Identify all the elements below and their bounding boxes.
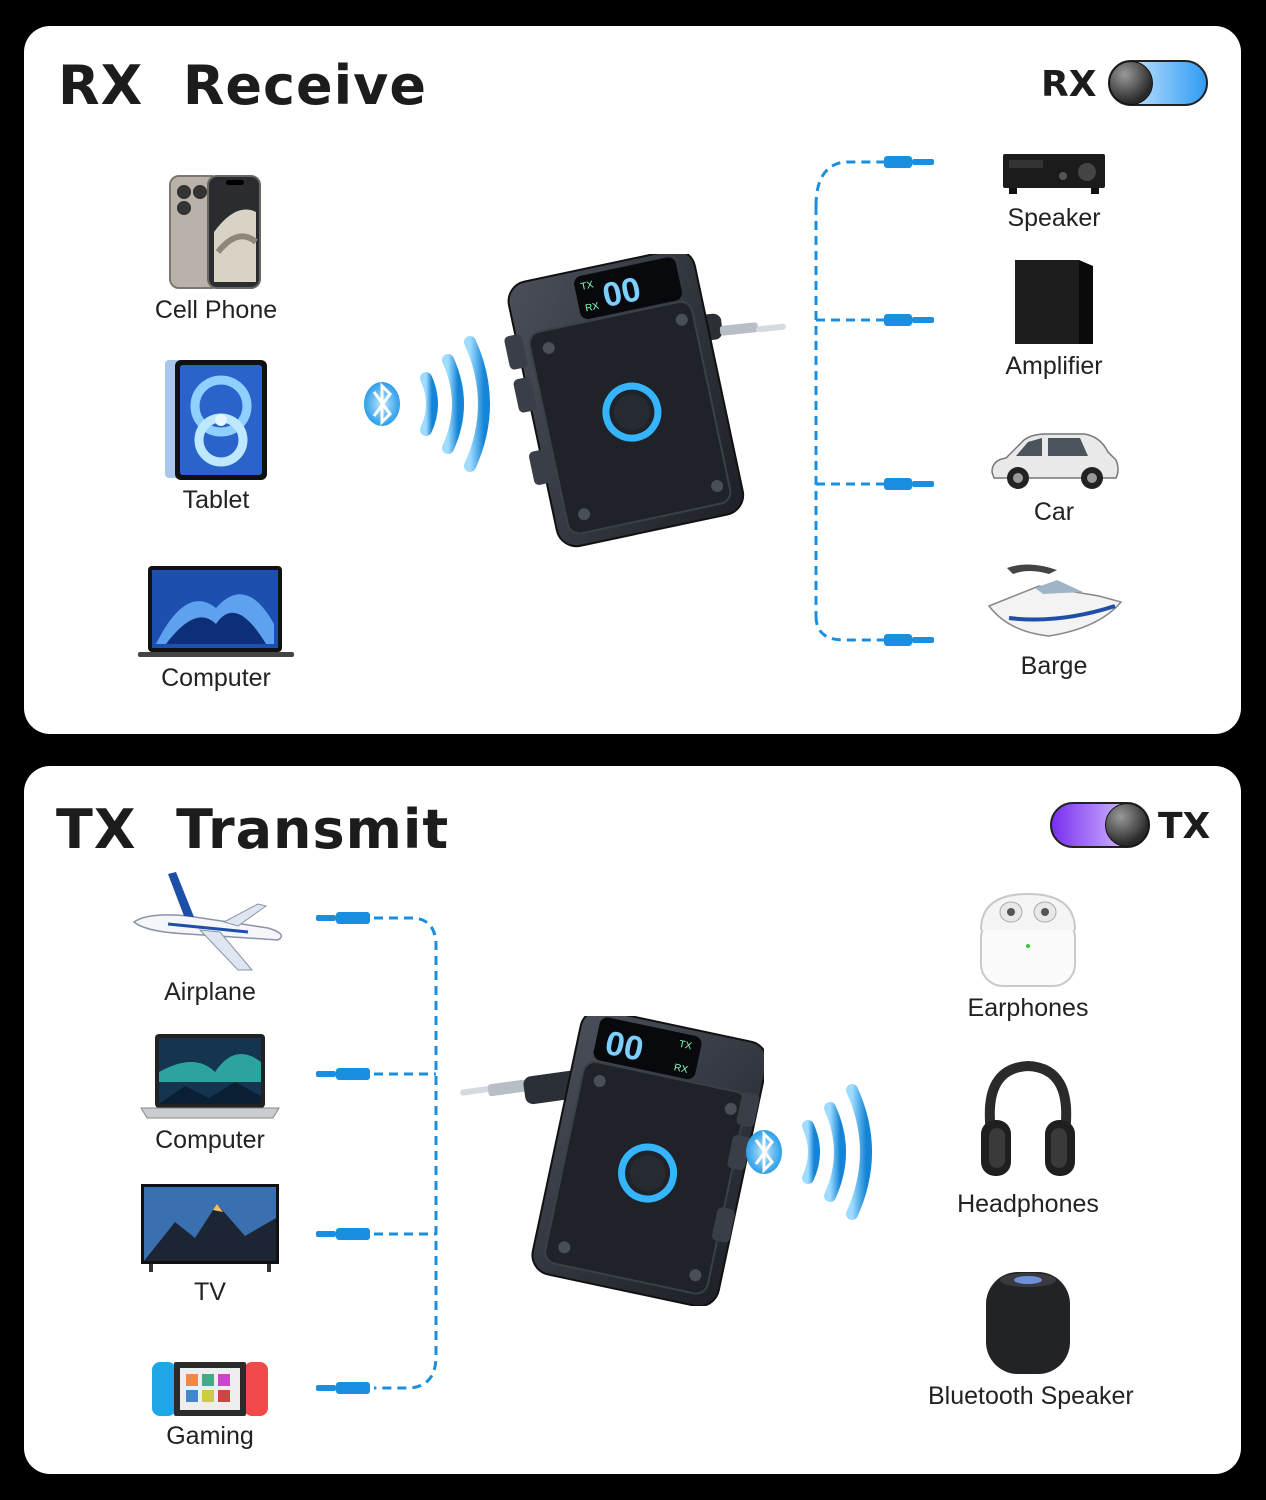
laptop-icon bbox=[140, 1034, 280, 1119]
output-car: Car bbox=[954, 430, 1154, 527]
device-mark-tx: TX bbox=[580, 279, 595, 292]
mode-heading: Receive bbox=[182, 54, 428, 117]
output-label: Barge bbox=[1020, 652, 1088, 680]
panel-title: RX Receive bbox=[58, 54, 427, 117]
bluetooth-signal-icon bbox=[364, 336, 490, 472]
panel-title: TX Transmit bbox=[56, 798, 449, 861]
output-earphones: Earphones bbox=[928, 890, 1128, 1023]
source-label: Cell Phone bbox=[154, 296, 278, 324]
source-tv: TV bbox=[110, 1182, 310, 1307]
output-label: Headphones bbox=[957, 1190, 1099, 1218]
source-label: TV bbox=[194, 1278, 226, 1306]
tx-mode-toggle[interactable] bbox=[1050, 802, 1150, 848]
source-tablet: Tablet bbox=[116, 358, 316, 515]
tx-toggle-label: TX bbox=[1158, 806, 1211, 847]
rx-receive-panel: RX Receive RX Cell Phone Tablet bbox=[24, 26, 1241, 734]
mode-code: TX bbox=[56, 798, 137, 861]
output-label: Earphones bbox=[967, 994, 1089, 1022]
source-airplane: Airplane bbox=[110, 870, 310, 1007]
output-amplifier: Amplifier bbox=[954, 256, 1154, 381]
tx-transmit-panel: TX Transmit TX Airplane Computer bbox=[24, 766, 1241, 1474]
source-computer: Computer bbox=[110, 1032, 310, 1155]
source-label: Tablet bbox=[182, 486, 250, 514]
source-label: Computer bbox=[155, 1126, 265, 1154]
device-display: 00 bbox=[602, 1024, 647, 1069]
laptop-icon bbox=[138, 566, 294, 657]
game-console-icon bbox=[152, 1362, 268, 1416]
headphones-icon bbox=[981, 1060, 1075, 1176]
bluetooth-adapter-device: TX RX 00 bbox=[504, 254, 786, 548]
bluetooth-adapter-device: TX RX 00 bbox=[460, 1016, 764, 1306]
source-cell-phone: Cell Phone bbox=[116, 172, 316, 325]
rx-toggle-label: RX bbox=[1041, 64, 1097, 105]
source-computer: Computer bbox=[116, 564, 316, 693]
smart-speaker-icon bbox=[986, 1272, 1070, 1374]
cell-phone-icon bbox=[169, 175, 261, 289]
output-label: Bluetooth Speaker bbox=[928, 1382, 1134, 1410]
output-speaker: Speaker bbox=[954, 150, 1154, 233]
source-label: Computer bbox=[161, 664, 271, 692]
device-mark-rx: RX bbox=[673, 1062, 689, 1076]
output-barge: Barge bbox=[954, 558, 1154, 681]
source-label: Airplane bbox=[164, 978, 256, 1006]
tv-icon bbox=[141, 1184, 279, 1272]
mode-code: RX bbox=[58, 54, 144, 117]
rx-mode-toggle[interactable] bbox=[1108, 60, 1208, 106]
output-headphones: Headphones bbox=[928, 1058, 1128, 1219]
boat-icon bbox=[987, 564, 1123, 637]
output-label: Car bbox=[1033, 498, 1075, 526]
device-mark-rx: RX bbox=[584, 301, 600, 315]
amplifier-icon bbox=[1015, 260, 1093, 344]
bluetooth-signal-icon bbox=[746, 1084, 872, 1220]
device-mark-tx: TX bbox=[678, 1039, 693, 1052]
airplane-icon bbox=[132, 872, 283, 971]
tablet-icon bbox=[165, 360, 267, 480]
source-cable-lines bbox=[316, 912, 438, 1394]
mode-heading: Transmit bbox=[176, 798, 450, 861]
output-cable-lines bbox=[814, 156, 934, 646]
earbuds-icon bbox=[980, 892, 1076, 987]
toggle-knob bbox=[1105, 803, 1149, 847]
output-label: Amplifier bbox=[1005, 352, 1103, 380]
source-label: Gaming bbox=[166, 1422, 254, 1450]
output-label: Speaker bbox=[1007, 204, 1101, 232]
car-icon bbox=[991, 433, 1119, 489]
device-display: 00 bbox=[599, 270, 644, 315]
output-bluetooth-speaker: Bluetooth Speaker bbox=[928, 1266, 1134, 1411]
av-receiver-icon bbox=[1003, 154, 1105, 194]
source-gaming: Gaming bbox=[110, 1358, 310, 1451]
toggle-knob bbox=[1109, 61, 1153, 105]
